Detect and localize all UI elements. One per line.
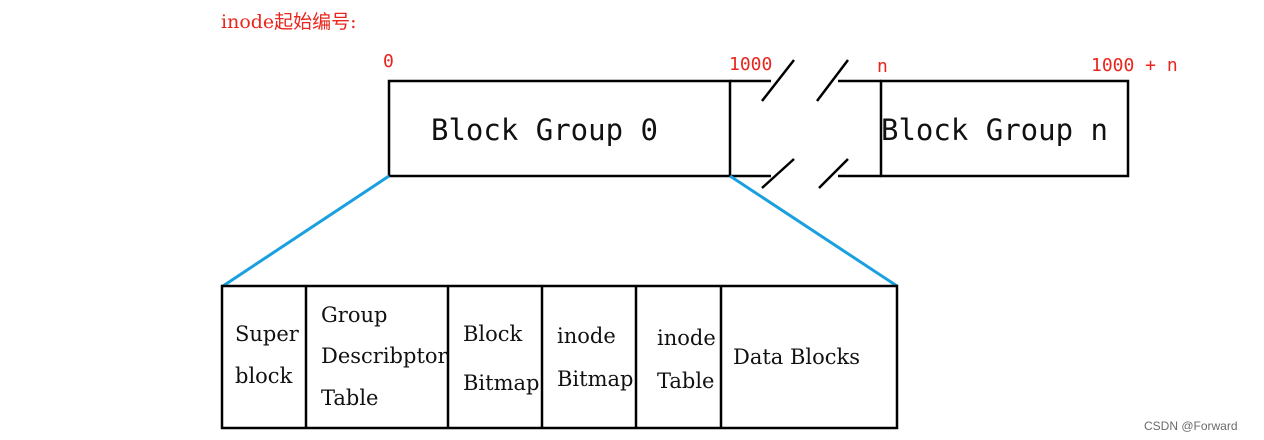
zoom-line-left [222,174,390,288]
block-group-0-box [387,79,732,178]
block-group-n-box [879,79,1130,178]
continuation-break [730,59,881,189]
zoom-line-right [729,174,898,288]
group-descriptor-table-label-line-3: Table [321,386,378,410]
offset-label-0: 0 [383,51,394,72]
block-bitmap-label-line-2: Bitmap [463,371,539,395]
detail-outer-box [220,284,899,430]
group-descriptor-table-label-line-2: Describptor [321,344,449,368]
group-descriptor-table-label-line-1: Group [321,303,387,327]
data-blocks-label: Data Blocks [733,345,860,369]
inode-bitmap-label-line-1: inode [557,324,616,348]
inode-bitmap-label-line-2: Bitmap [557,367,633,391]
block-bitmap-label-line-1: Block [463,322,523,346]
watermark: CSDN @Forward [1144,419,1238,433]
break-slash-bottom-right [818,158,849,189]
offset-label-1000-plus-n: 1000 + n [1091,55,1178,76]
break-slash-top-right [816,59,849,102]
superblock-label-line-2: block [235,364,293,388]
offset-label-n: n [877,56,888,77]
inode-start-title: inode起始编号: [221,11,357,33]
inode-table-label-line-1: inode [657,326,716,350]
block-group-0-label: Block Group 0 [431,113,658,147]
break-slash-top-left [761,59,795,102]
block-group-n-label: Block Group n [881,113,1108,147]
block-group-detail: Super block Group Describptor Table Bloc… [220,284,899,430]
superblock-label-line-1: Super [235,322,300,346]
offset-label-1000: 1000 [729,54,772,75]
break-slash-bottom-left [761,158,795,189]
inode-table-label-line-2: Table [657,369,714,393]
